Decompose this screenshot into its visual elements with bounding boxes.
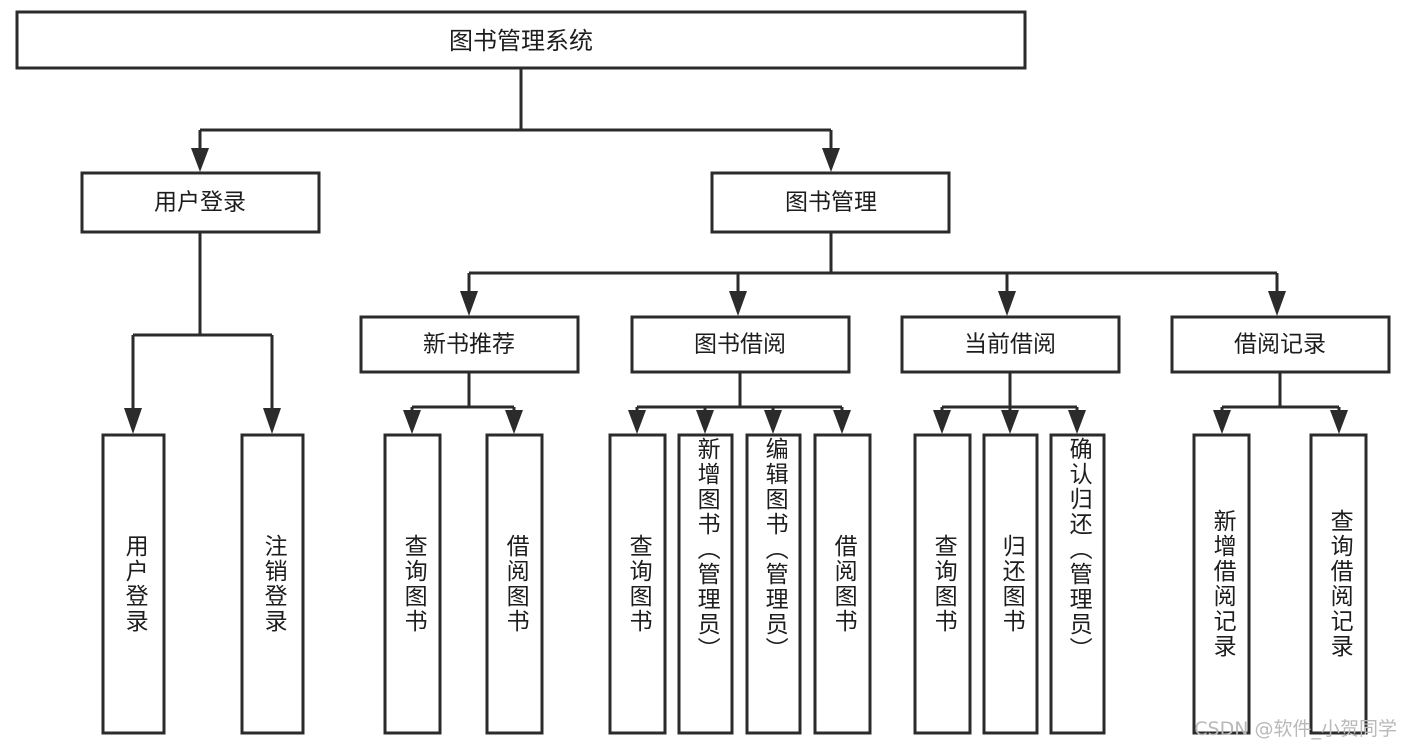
leaf-node-new-book-2[interactable] — [485, 433, 544, 735]
leaf-box-rect — [813, 433, 872, 735]
book-borrow-box-rect — [630, 315, 851, 374]
leaf-node-book-borrow-3[interactable] — [745, 433, 802, 735]
connector-root-to-level2 — [191, 68, 840, 172]
leaf-node-current-borrow-2[interactable] — [982, 433, 1039, 735]
arrow-leaf-user-login-1 — [124, 408, 142, 434]
node-user-login[interactable]: 用户登录 — [80, 171, 321, 234]
arrow-leaf-borrow-record-2 — [1330, 410, 1348, 434]
current-borrow-box-label: 当前借阅 — [964, 332, 1056, 358]
borrow-record-box-label: 借阅记录 — [1234, 332, 1326, 358]
arrow-leaf-borrow-record-1 — [1213, 410, 1231, 434]
user-login-box-label: 用户登录 — [154, 190, 246, 216]
leaf-box-rect — [608, 433, 667, 735]
arrow-to-book-borrow — [729, 291, 747, 316]
arrow-to-current-borrow — [998, 291, 1016, 316]
arrow-leaf-current-borrow-2 — [1001, 410, 1019, 434]
arrow-leaf-book-borrow-3 — [764, 410, 782, 434]
leaf-node-borrow-record-1[interactable] — [1192, 433, 1251, 735]
leaf-box-rect — [101, 433, 166, 735]
leaf-node-book-borrow-2[interactable] — [677, 433, 734, 735]
leaf-box-rect — [913, 433, 972, 735]
arrow-leaf-book-borrow-4 — [833, 410, 851, 434]
leaf-node-book-borrow-1[interactable] — [608, 433, 667, 735]
leaf-box-rect — [1049, 433, 1106, 735]
leaf-box-rect — [677, 433, 734, 735]
current-borrow-box-rect — [900, 315, 1121, 374]
new-book-recommend-box-label: 新书推荐 — [423, 332, 515, 358]
leaf-box-rect — [1309, 433, 1368, 735]
node-new-book-recommend[interactable]: 新书推荐 — [359, 315, 580, 374]
book-borrow-box-label: 图书借阅 — [694, 332, 786, 358]
leaf-node-user-login-2[interactable] — [240, 433, 305, 735]
node-root[interactable]: 图书管理系统 — [15, 10, 1027, 70]
connector-new-book-to-leaves — [403, 372, 523, 434]
connector-borrow-record-to-leaves — [1213, 372, 1348, 434]
leaf-node-user-login-1[interactable] — [101, 433, 166, 735]
leaf-box-rect — [240, 433, 305, 735]
arrow-leaf-user-login-2 — [263, 408, 281, 434]
arrow-leaf-current-borrow-3 — [1068, 410, 1086, 434]
leaf-box-rect — [982, 433, 1039, 735]
leaf-node-new-book-1[interactable] — [383, 433, 442, 735]
arrow-to-book-manage — [822, 148, 840, 172]
connector-current-borrow-to-leaves — [933, 372, 1086, 434]
arrow-leaf-new-book-2 — [505, 410, 523, 434]
book-manage-box-label: 图书管理 — [785, 190, 877, 216]
leaf-node-current-borrow-3[interactable] — [1049, 433, 1106, 735]
connector-book-manage-to-level3 — [460, 232, 1286, 316]
arrow-to-new-book — [460, 291, 478, 316]
leaf-node-book-borrow-4[interactable] — [813, 433, 872, 735]
connector-user-login-to-leaves — [124, 232, 281, 434]
arrow-leaf-book-borrow-2 — [696, 410, 714, 434]
borrow-record-box-rect — [1170, 315, 1391, 374]
book-manage-box-rect — [710, 171, 951, 234]
leaf-box-rect — [745, 433, 802, 735]
root-box-label: 图书管理系统 — [449, 27, 593, 55]
arrow-to-user-login — [191, 148, 209, 172]
arrow-leaf-book-borrow-1 — [628, 410, 646, 434]
leaf-box-rect — [383, 433, 442, 735]
arrow-leaf-new-book-1 — [403, 410, 421, 434]
arrow-to-borrow-record — [1268, 291, 1286, 316]
node-book-borrow[interactable]: 图书借阅 — [630, 315, 851, 374]
new-book-recommend-box-rect — [359, 315, 580, 374]
connector-book-borrow-to-leaves — [628, 372, 851, 434]
leaf-box-rect — [1192, 433, 1251, 735]
leaf-node-current-borrow-1[interactable] — [913, 433, 972, 735]
root-box-rect — [15, 10, 1027, 70]
leaf-node-borrow-record-2[interactable] — [1309, 433, 1368, 735]
arrow-leaf-current-borrow-1 — [933, 410, 951, 434]
node-borrow-record[interactable]: 借阅记录 — [1170, 315, 1391, 374]
leaf-box-rect — [485, 433, 544, 735]
node-current-borrow[interactable]: 当前借阅 — [900, 315, 1121, 374]
node-book-manage[interactable]: 图书管理 — [710, 171, 951, 234]
